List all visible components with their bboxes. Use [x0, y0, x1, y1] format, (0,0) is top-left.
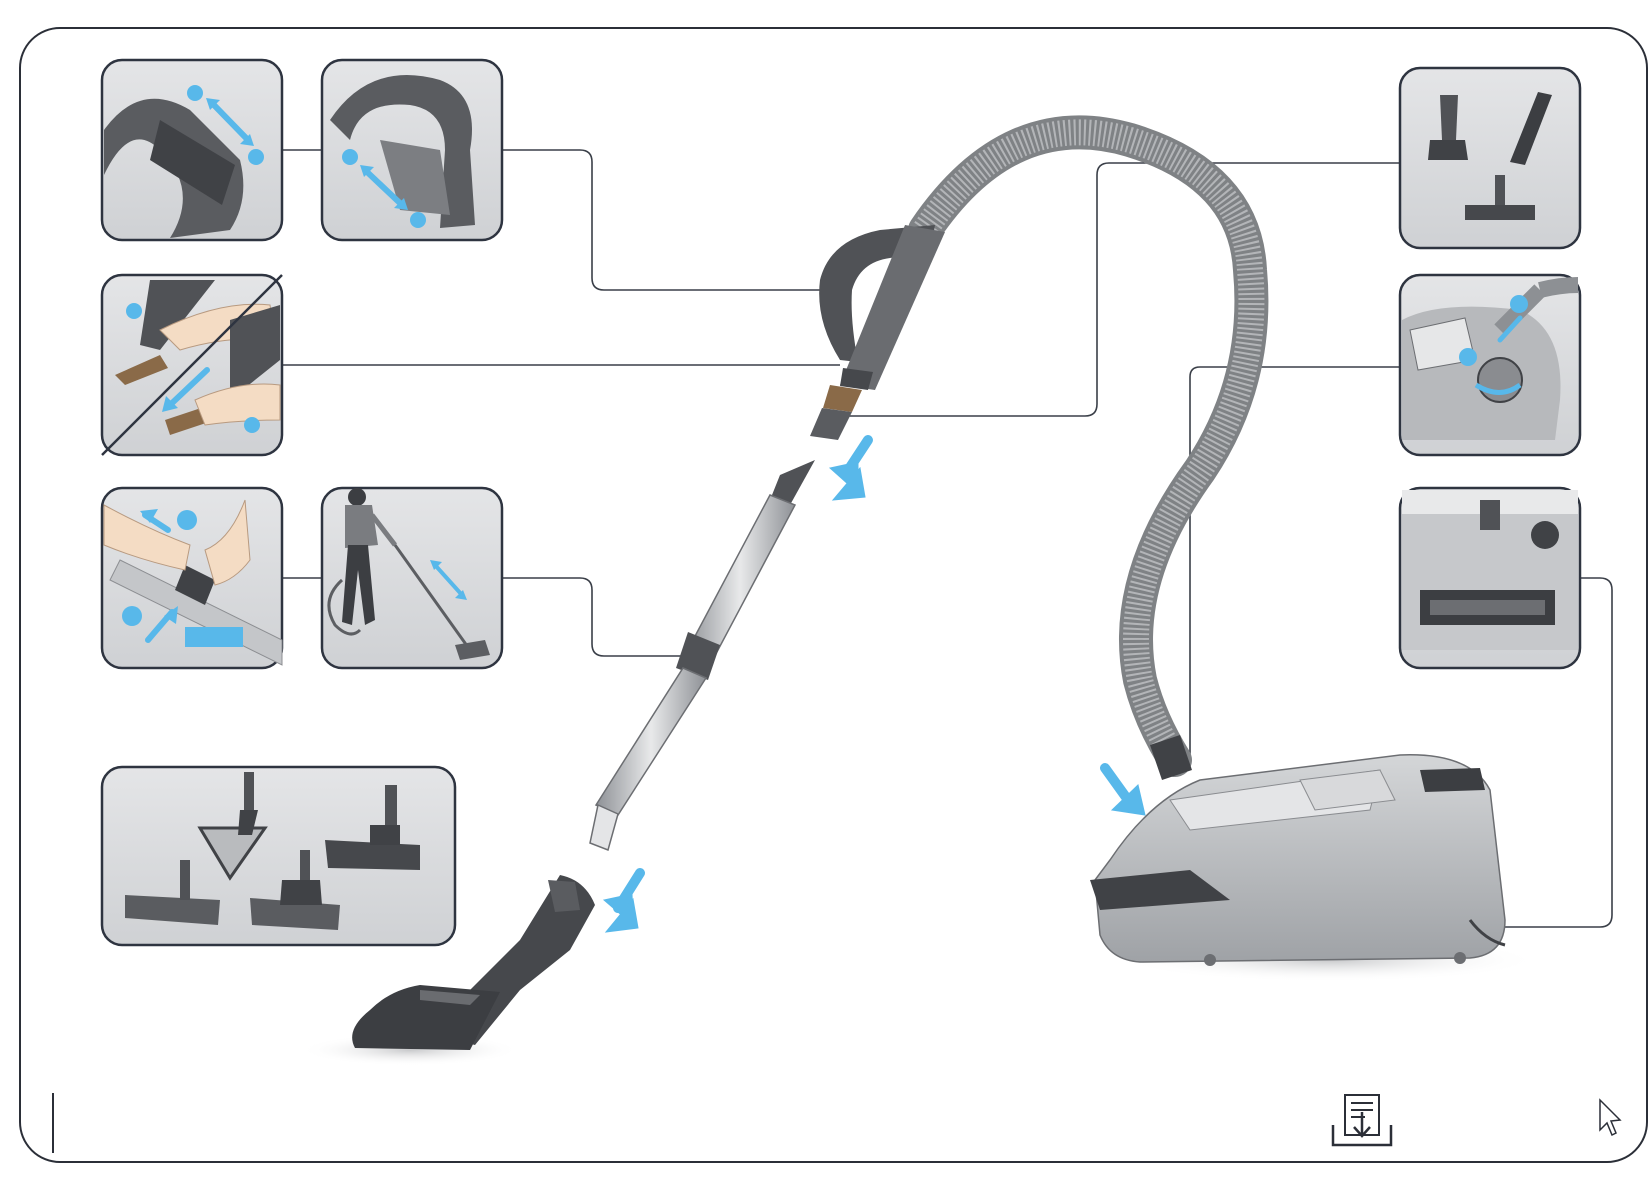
panel-floor-nozzles: [102, 767, 455, 945]
arrow-tube-to-nozzle: [604, 873, 640, 932]
storage-icon: [1402, 490, 1578, 650]
telescopic-tube: [590, 460, 815, 850]
handle: [810, 225, 945, 440]
panel-person-vacuuming: [322, 488, 502, 668]
panel-handle-slider-2: [322, 60, 502, 240]
cursor-icon: [1600, 1100, 1620, 1135]
panel-tube-telescope: [102, 488, 282, 668]
panel-hose-connect: [1400, 275, 1580, 455]
panel-nozzle-release: [102, 275, 282, 455]
arrow-hose-to-body: [1105, 768, 1145, 815]
panel-accessory-tools: [1400, 68, 1580, 248]
arrow-handle-to-tube: [830, 440, 868, 500]
hose: [925, 132, 1251, 780]
panel-handle-slider-1: [102, 60, 282, 240]
vacuum-body: [1090, 755, 1540, 982]
download-icon[interactable]: [1333, 1095, 1391, 1145]
panel-storage: [1400, 488, 1580, 668]
